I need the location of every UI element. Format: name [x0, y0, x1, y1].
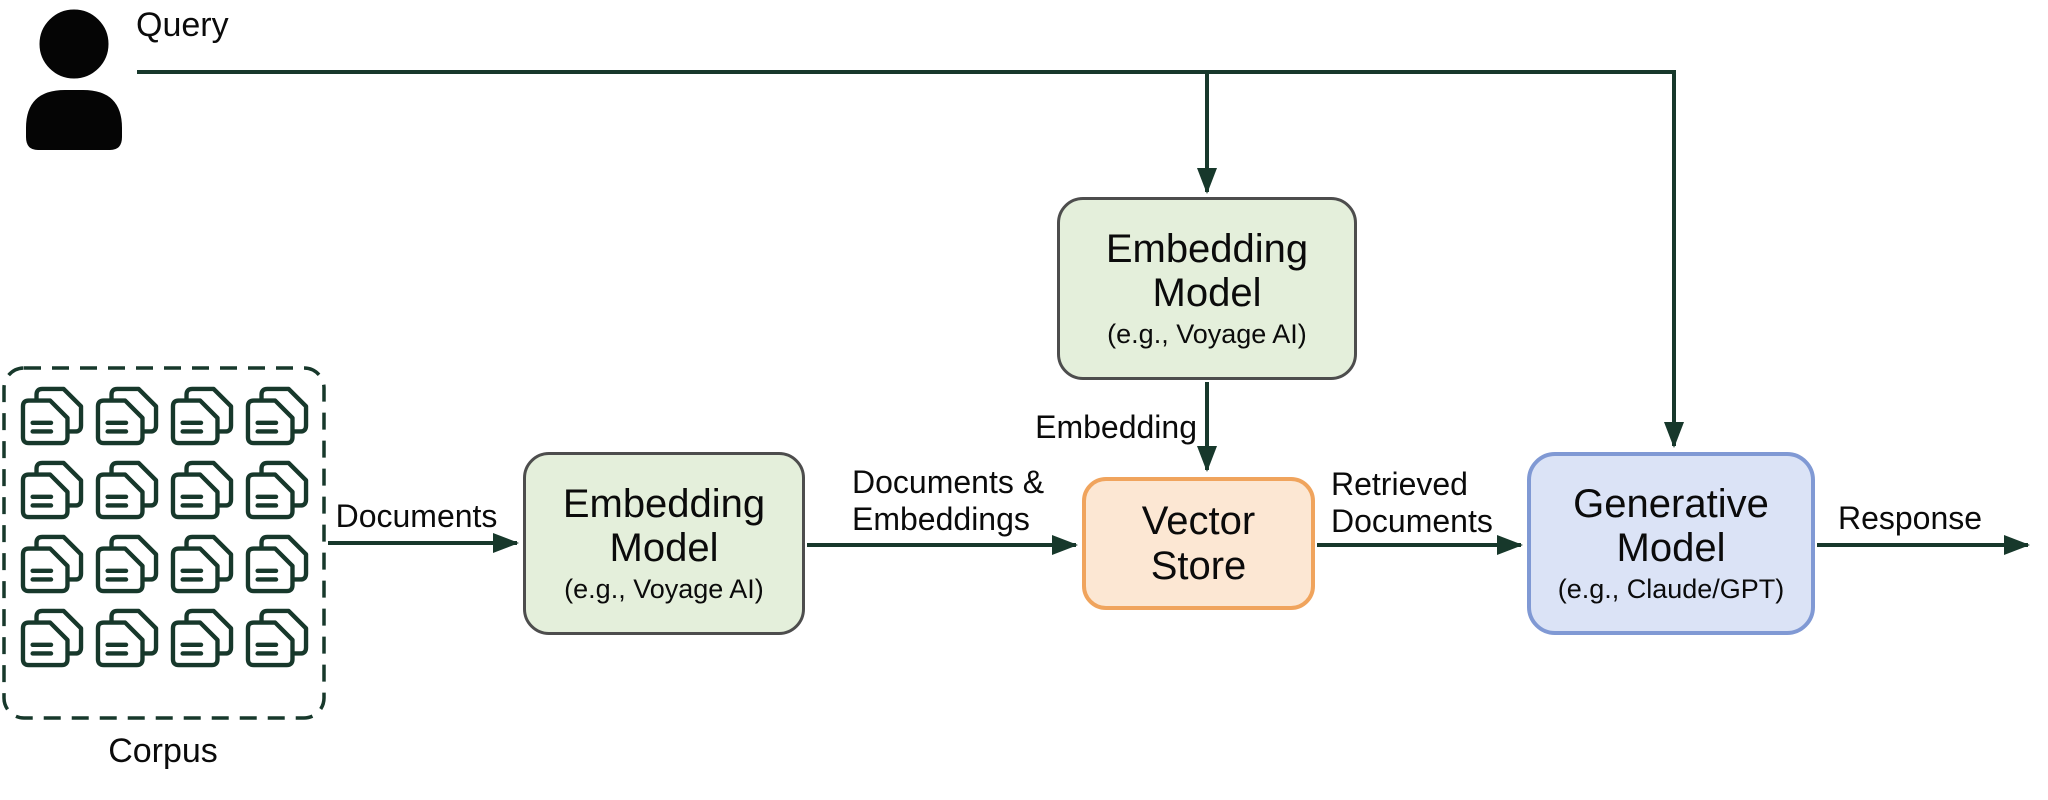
- document-icon: [170, 608, 234, 668]
- embedding-model-query-title: Embedding Model: [1105, 226, 1309, 316]
- document-icon: [95, 460, 159, 520]
- documents-edge-label: Documents: [335, 498, 498, 534]
- document-icon: [20, 386, 84, 446]
- document-icon: [245, 608, 309, 668]
- document-icon: [170, 386, 234, 446]
- embedding-model-query-box: Embedding Model (e.g., Voyage AI): [1057, 197, 1357, 380]
- embedding-model-ingest-subtitle: (e.g., Voyage AI): [564, 574, 764, 605]
- corpus-label: Corpus: [108, 732, 218, 770]
- document-icon: [20, 460, 84, 520]
- document-icon: [95, 386, 159, 446]
- person-icon: [26, 4, 122, 150]
- generative-model-box: Generative Model (e.g., Claude/GPT): [1527, 452, 1815, 635]
- document-icon: [20, 608, 84, 668]
- documents-embeddings-edge-label: Documents & Embeddings: [852, 464, 1045, 537]
- vector-store-title: Vector Store: [1141, 498, 1256, 588]
- corpus-documents-grid: [20, 386, 309, 668]
- corpus-border: [2, 366, 326, 720]
- document-icon: [245, 386, 309, 446]
- embedding-model-ingest-box: Embedding Model (e.g., Voyage AI): [523, 452, 805, 635]
- document-icon: [245, 460, 309, 520]
- vector-store-box: Vector Store: [1082, 477, 1315, 610]
- embedding-model-ingest-title: Embedding Model: [562, 481, 766, 571]
- document-icon: [170, 534, 234, 594]
- query-to-generative-line: [137, 70, 1684, 448]
- document-icon: [20, 534, 84, 594]
- generative-model-title: Generative Model: [1573, 481, 1769, 571]
- generative-model-subtitle: (e.g., Claude/GPT): [1557, 574, 1785, 605]
- document-icon: [170, 460, 234, 520]
- retrieved-documents-edge-label: Retrieved Documents: [1331, 466, 1493, 539]
- document-icon: [95, 608, 159, 668]
- embedding-model-query-subtitle: (e.g., Voyage AI): [1107, 319, 1307, 350]
- query-label: Query: [136, 6, 229, 44]
- response-edge-label: Response: [1837, 500, 1983, 536]
- document-icon: [95, 534, 159, 594]
- document-icon: [245, 534, 309, 594]
- embedding-edge-label: Embedding: [1035, 409, 1197, 445]
